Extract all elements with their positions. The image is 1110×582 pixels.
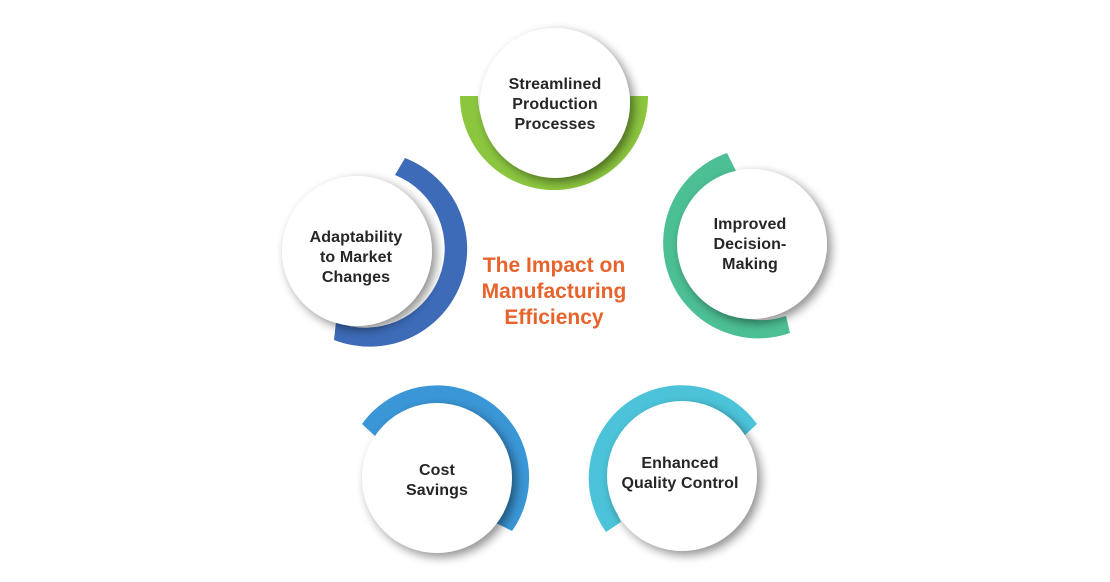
label-line: Decision- <box>713 236 787 253</box>
node-enhanced-quality-control <box>588 385 757 551</box>
label-cost-savings: Cost Savings <box>362 461 512 501</box>
label-enhanced-quality-control: Enhanced Quality Control <box>605 454 755 494</box>
title-line-3: Efficiency <box>504 306 604 329</box>
label-improved-decision-making: Improved Decision- Making <box>675 215 825 275</box>
white-circle <box>677 169 827 319</box>
label-line: Changes <box>321 269 391 286</box>
white-circle <box>282 176 432 326</box>
white-circle <box>362 403 512 553</box>
label-line: Adaptability <box>309 229 403 246</box>
light-blue-arc <box>362 385 530 531</box>
label-line: Processes <box>514 116 596 133</box>
title-line-1: The Impact on <box>482 254 626 277</box>
label-line: to Market <box>319 249 393 266</box>
label-line: Production <box>512 96 598 113</box>
white-circle <box>480 28 630 178</box>
node-streamlined-production-processes <box>460 28 648 190</box>
green-arc <box>460 96 648 190</box>
label-line: Quality Control <box>621 475 739 492</box>
title-line-2: Manufacturing <box>481 280 627 303</box>
node-adaptability-to-market-changes <box>282 158 468 347</box>
white-circle <box>607 401 757 551</box>
label-line: Making <box>722 256 778 273</box>
node-cost-savings <box>362 385 530 553</box>
label-line: Enhanced <box>641 455 719 472</box>
diagram-title: The Impact on Manufacturing Efficiency <box>444 253 664 331</box>
node-improved-decision-making <box>663 153 827 339</box>
label-line: Streamlined <box>508 76 602 93</box>
label-streamlined-production-processes: Streamlined Production Processes <box>480 75 630 135</box>
label-line: Improved <box>713 216 787 233</box>
label-adaptability-to-market-changes: Adaptability to Market Changes <box>281 228 431 288</box>
label-line: Savings <box>405 482 469 499</box>
label-line: Cost <box>419 462 455 479</box>
blue-arc <box>334 158 468 347</box>
